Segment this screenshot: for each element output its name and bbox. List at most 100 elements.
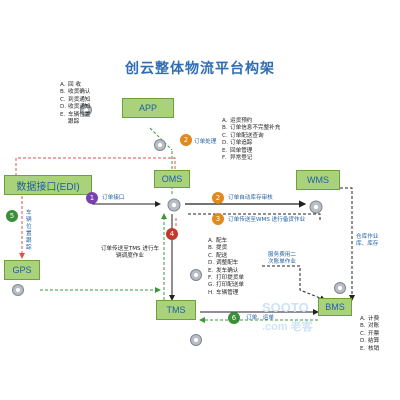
app-item: E.车辆位置 [60, 112, 90, 119]
oms-node[interactable]: OMS [154, 170, 190, 188]
oms-to-wms-dashed [188, 213, 321, 220]
oms-item-key: F. [222, 155, 227, 162]
app-item: 跟踪 [60, 119, 90, 126]
tms-item-key: B. [208, 245, 214, 252]
gps-node[interactable]: GPS [4, 260, 40, 280]
oms-item-key: D. [222, 140, 229, 147]
oms-item: E.回单管理 [222, 148, 280, 155]
step-badge-2: 2 [180, 134, 192, 146]
app-item-label: 收货通知 [68, 104, 91, 111]
bms-item-label: 结算 [368, 338, 380, 345]
oms-item: C.订单配送查询 [222, 133, 280, 140]
tms-node[interactable]: TMS [156, 300, 196, 320]
app-item-key: B. [60, 89, 66, 96]
step-badge-3: 3 [212, 213, 224, 225]
wms-to-bms-dashed [340, 187, 355, 301]
app-item-label: 车辆位置 [68, 111, 91, 118]
bms-item: C.开票 [360, 331, 379, 338]
gear-icon [154, 139, 166, 151]
tms-item: E.发车确认 [208, 268, 244, 275]
tms-item-key: G. [208, 282, 215, 289]
gear-icon [334, 282, 346, 294]
gear-icon [80, 104, 92, 116]
label-order-to-tms: 订单传送至TMS 进行车辆调度作业 [100, 246, 160, 259]
bms-item-key: B. [360, 323, 366, 330]
bms-item-label: 开票 [368, 330, 380, 337]
label-order-auto-review: 订单自动库存审核 [228, 195, 273, 201]
gear-icon [12, 284, 24, 296]
oms-item-label: 订单信息不完整补充 [230, 125, 281, 132]
oms-item-label: 异常登记 [230, 155, 253, 162]
tms-item-key: C. [208, 252, 214, 259]
bms-item-label: 计费 [368, 316, 380, 322]
label-warehouse-fee: 仓库作业库、库存 [356, 234, 379, 247]
label-order-to-wms: 订单传送至WMS 进行备货作业 [228, 217, 306, 223]
oms-item-key: E. [222, 147, 228, 154]
oms-item: A.运货预约 [222, 118, 280, 125]
edi-node[interactable]: 数据接口(EDI) [4, 175, 92, 195]
tms-item-label: 配车 [216, 238, 228, 244]
tms-item-label: 配送 [216, 252, 228, 259]
bms-item: B.对账 [360, 323, 379, 330]
tms-item-key: H. [208, 289, 214, 296]
tms-item-key: E. [208, 267, 214, 274]
bms-item-key: A. [360, 316, 366, 322]
tms-item-label: 调整配车 [216, 260, 239, 267]
oms-item: D.订单追踪 [222, 140, 280, 147]
tms-item-label: 打印配送单 [216, 282, 244, 289]
oms-item: B.订单信息不完整补充 [222, 125, 280, 132]
bms-item-label: 对账 [368, 323, 380, 330]
tms-item-label: 发车确认 [216, 267, 239, 274]
watermark-sub: .com 老客 [262, 321, 313, 333]
app-to-oms-arrow [149, 127, 173, 151]
tms-item-label: 提货 [216, 245, 228, 252]
bms-node[interactable]: BMS [318, 298, 352, 316]
gear-icon [167, 198, 181, 212]
tms-item: C.配送 [208, 253, 244, 260]
edi-to-oms-dashed [15, 157, 178, 177]
oms-item-label: 回单管理 [230, 147, 253, 154]
tms-item: D.调整配车 [208, 260, 244, 267]
app-item: C.到货通知 [60, 97, 90, 104]
wms-node[interactable]: WMS [296, 170, 340, 190]
gear-icon [309, 200, 323, 214]
app-item: B.收货确认 [60, 89, 90, 96]
tms-item-key: A. [208, 238, 214, 244]
label-order-pickup-return: 订单、运单 [246, 315, 274, 321]
tms-item: B.提货 [208, 245, 244, 252]
oms-item-label: 运货预约 [230, 118, 253, 124]
bms-item: A.计费 [360, 316, 379, 323]
tms-item: G.打印配送单 [208, 282, 244, 289]
tms-item: F.打印提货单 [208, 275, 244, 282]
gear-icon [190, 269, 202, 281]
app-item-key: A. [60, 82, 66, 88]
label-service-fee: 服务费用二次账单作业 [268, 252, 296, 265]
bms-item: E.核销 [360, 346, 379, 353]
bms-item: D.结算 [360, 338, 379, 345]
watermark-logo: SOOTO [262, 300, 309, 315]
app-item-key: E. [60, 111, 66, 118]
tms-item-label: 打印提货单 [216, 275, 244, 282]
bms-item-key: C. [360, 330, 366, 337]
app-item-label: 回 收 [68, 82, 81, 88]
tms-item: H.车辆管理 [208, 290, 244, 297]
app-node[interactable]: APP [122, 98, 174, 118]
tms-item: A.配车 [208, 238, 244, 245]
step-badge-2b: 2 [212, 192, 224, 204]
app-item-key: D. [60, 104, 67, 111]
bms-item-key: E. [360, 345, 366, 352]
oms-item: F.异常登记 [222, 155, 280, 162]
tms-item-key: D. [208, 260, 215, 267]
app-item: A.回 收 [60, 82, 90, 89]
app-item-label: 跟踪 [68, 119, 80, 126]
label-vehicle-location: 车辆位置跟踪 [26, 210, 32, 251]
oms-item-key: C. [222, 132, 228, 139]
step-badge-5: 5 [6, 210, 18, 222]
app-item: D.收货通知 [60, 104, 90, 111]
oms-item-key: B. [222, 125, 228, 132]
oms-item-label: 订单追踪 [230, 140, 253, 147]
